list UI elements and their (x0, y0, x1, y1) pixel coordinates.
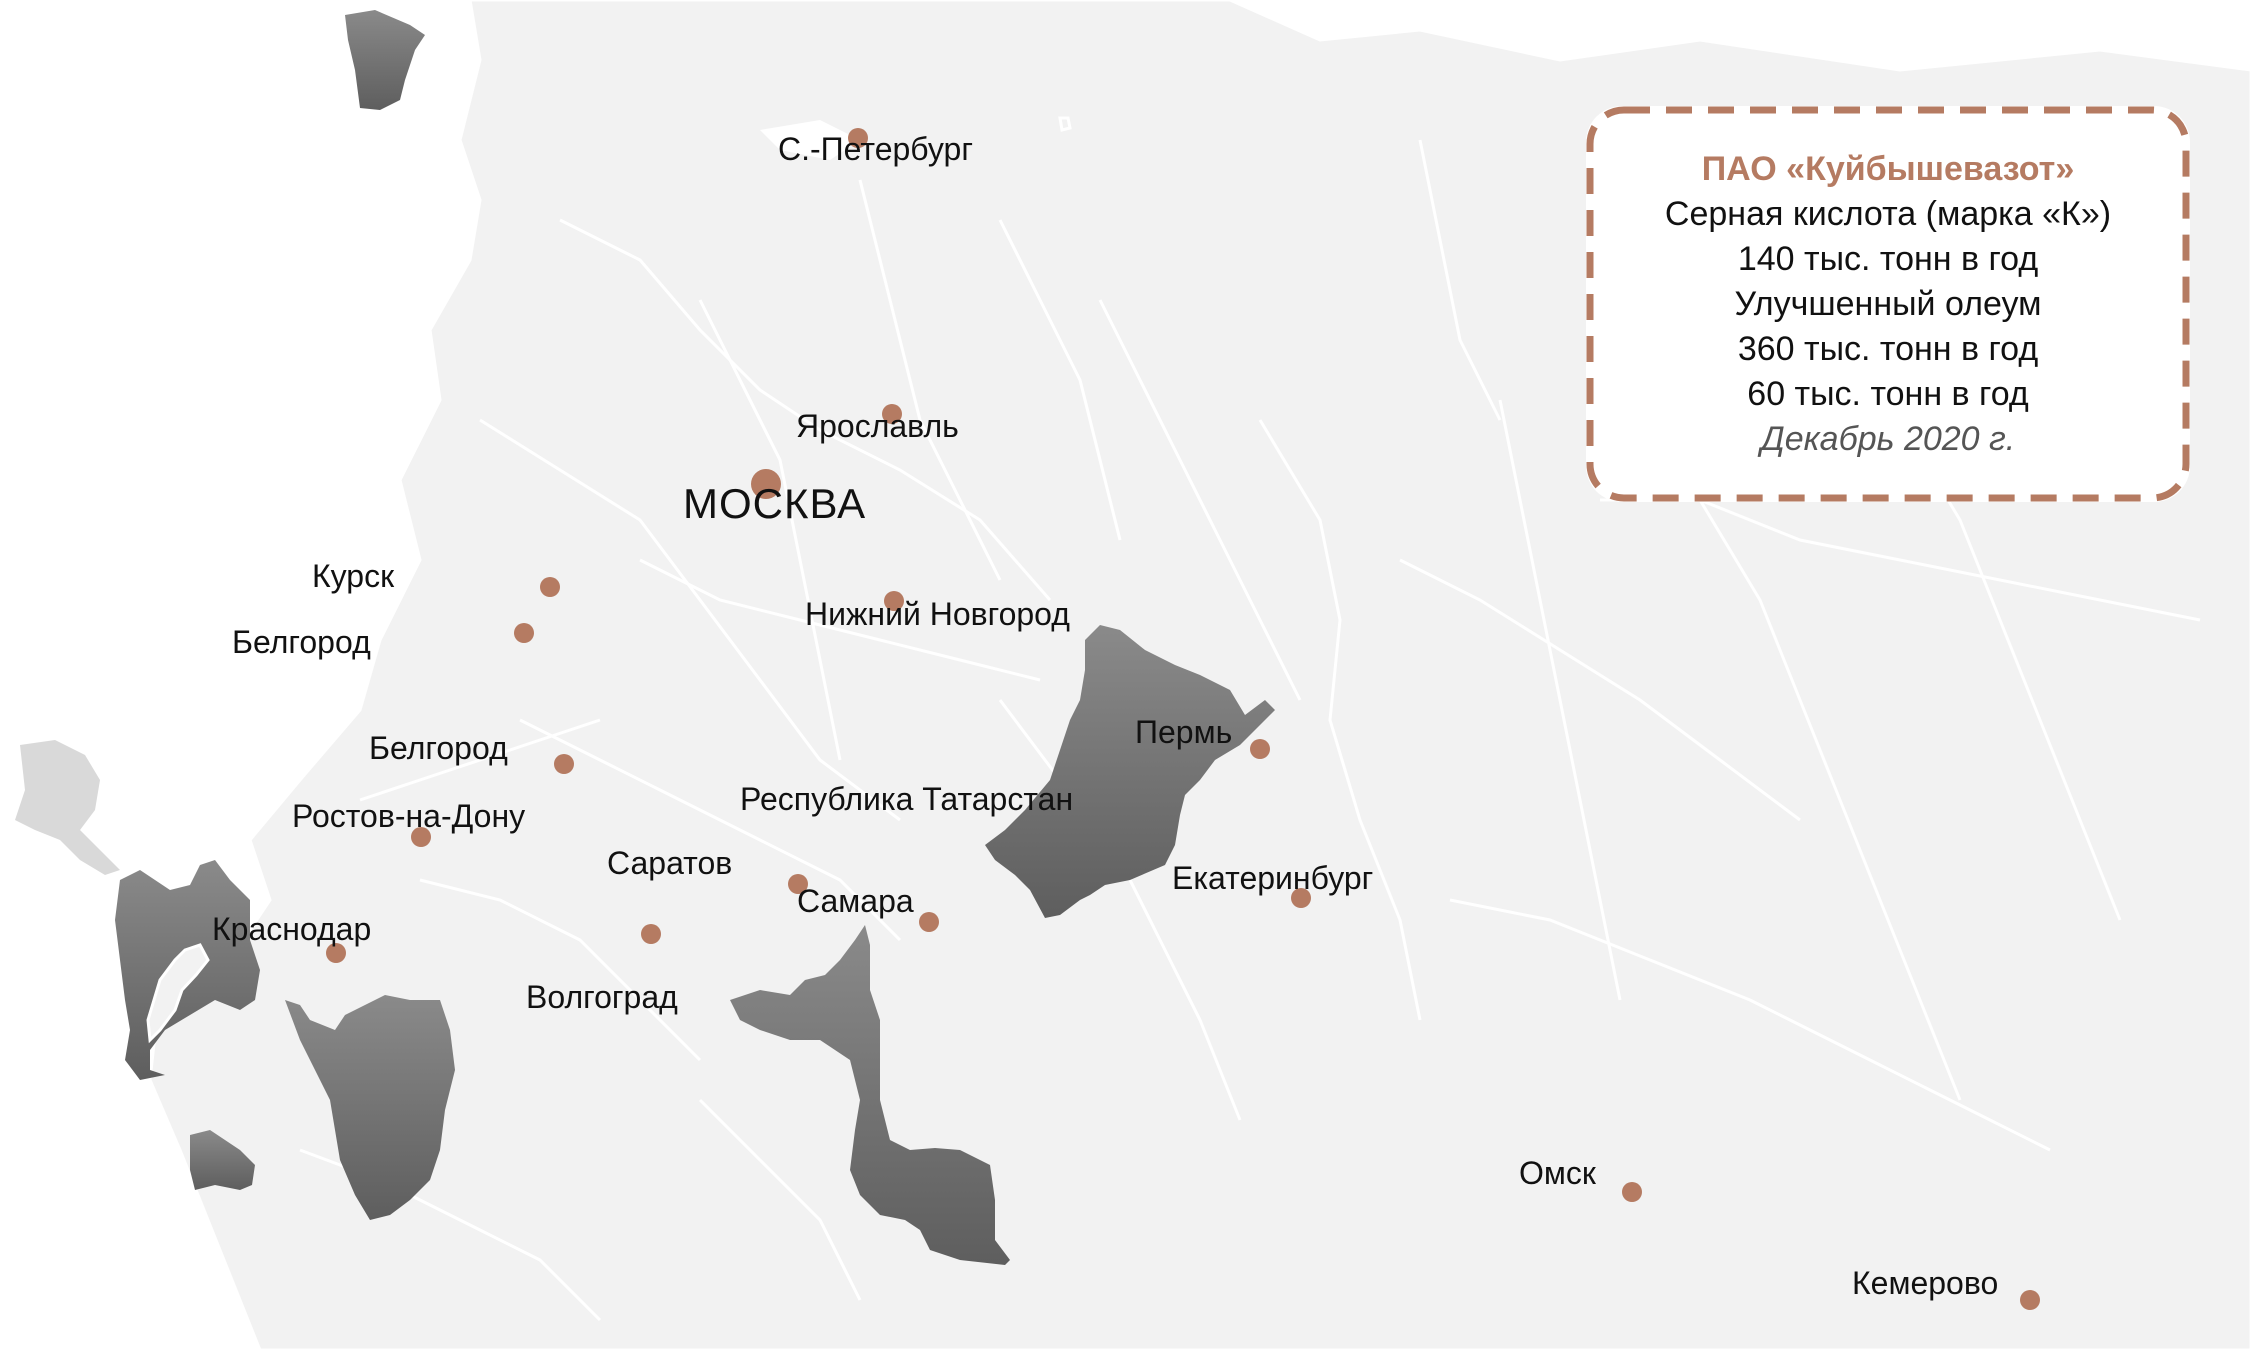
krasnodar-dot-icon (326, 943, 346, 963)
city-label-kemerovo: Кемерово (1852, 1265, 1999, 1301)
region-perm-highlight (985, 625, 1275, 918)
card-line-product-2: Улучшенный олеум (1734, 284, 2042, 323)
city-label-rostov: Ростов-на-Дону (292, 798, 526, 834)
yaroslavl-dot-icon (882, 404, 902, 424)
city-label-yaroslavl: Ярославль (796, 408, 959, 444)
nizhny-dot-icon (884, 591, 904, 611)
rostov-dot-icon (411, 827, 431, 847)
city-label-belgorod2: Белгород (369, 730, 508, 766)
city-label-perm: Пермь (1135, 714, 1233, 750)
city-label-belgorod1: Белгород (232, 624, 371, 660)
city-label-omsk: Омск (1519, 1155, 1596, 1191)
card-line-capacity-2: 360 тыс. тонн в год (1737, 329, 2039, 368)
perm-dot-icon (1250, 739, 1270, 759)
kemerovo-dot-icon (2020, 1290, 2040, 1310)
info-card: ПАО «Куйбышевазот» Серная кислота (марка… (1586, 106, 2190, 502)
belgorod1-dot-icon (514, 623, 534, 643)
city-label-tatarstan: Республика Татарстан (740, 781, 1074, 817)
city-label-moscow: МОСКВА (683, 480, 867, 527)
city-label-samara: Самара (797, 883, 914, 919)
card-title: ПАО «Куйбышевазот» (1701, 149, 2075, 188)
card-dashed-border (1586, 106, 2190, 502)
samara-dot-icon (919, 912, 939, 932)
belgorod2-dot-icon (554, 754, 574, 774)
city-label-saratov: Саратов (607, 845, 733, 881)
omsk-dot-icon (1622, 1182, 1642, 1202)
ekb-dot-icon (1291, 888, 1311, 908)
city-label-ekb: Екатеринбург (1172, 860, 1374, 896)
city-label-volgograd: Волгоград (526, 979, 678, 1015)
moscow-dot-icon (751, 469, 781, 499)
crimea-foreign-land (15, 740, 120, 875)
city-label-kursk: Курск (312, 558, 395, 594)
volgograd-dot-icon (641, 924, 661, 944)
saratov-dot-icon (788, 874, 808, 894)
card-line-product-1: Серная кислота (марка «К») (1664, 194, 2112, 233)
region-stavropol-highlight (190, 1130, 255, 1190)
kursk-dot-icon (540, 577, 560, 597)
card-line-capacity-3: 60 тыс. тонн в год (1747, 374, 2029, 413)
spb-dot-icon (848, 128, 868, 148)
card-line-capacity-1: 140 тыс. тонн в год (1737, 239, 2039, 278)
city-label-spb: С.-Петербург (778, 131, 974, 167)
region-orenburg-highlight (730, 925, 1010, 1265)
novaya-zemlya (345, 10, 425, 110)
city-label-krasnodar: Краснодар (212, 911, 372, 947)
city-label-nizhny: Нижний Новгород (805, 596, 1070, 632)
card-date: Декабрь 2020 г. (1760, 419, 2016, 458)
region-rostov-highlight (285, 995, 455, 1220)
